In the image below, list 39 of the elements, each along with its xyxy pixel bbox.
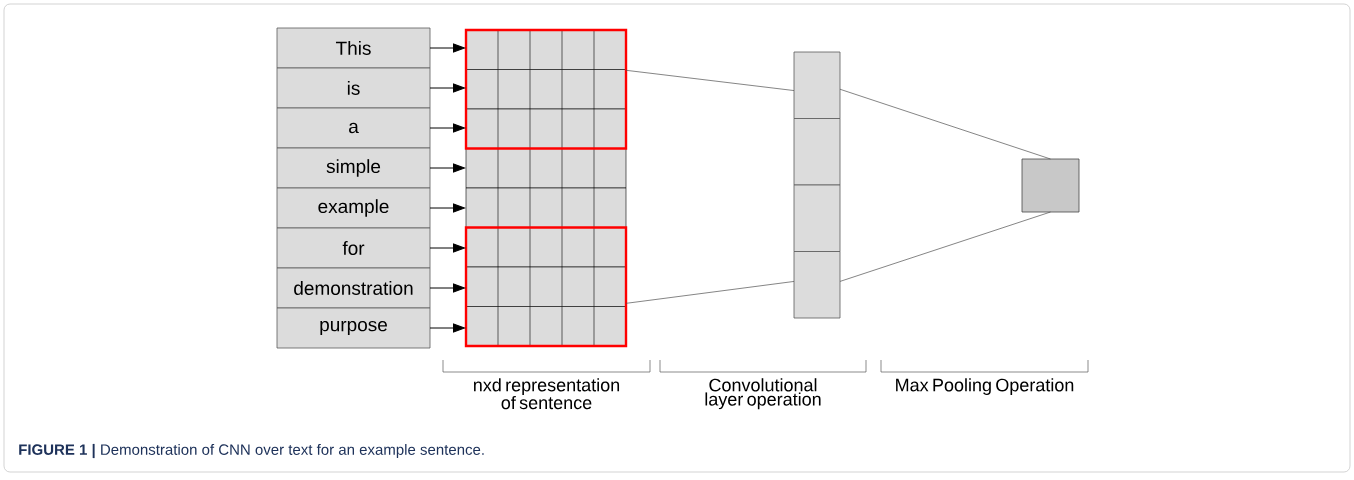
section-label: nxd representation of sentence (474, 378, 620, 410)
arrow (429, 323, 465, 333)
feature-cell (793, 184, 841, 252)
matrix-row (465, 69, 627, 110)
matrix-row (465, 108, 627, 149)
word-box: for (276, 227, 431, 269)
arrow (429, 163, 465, 173)
feature-cell (793, 51, 841, 119)
arrow (429, 43, 465, 53)
matrix-row (465, 187, 627, 228)
arrow (429, 243, 465, 253)
section-label: Convolutional layer operation (705, 378, 821, 410)
connector-line (625, 69, 795, 91)
arrow (429, 123, 465, 133)
word-box: example (276, 187, 431, 229)
word-box: This (276, 27, 431, 69)
matrix-row (465, 148, 627, 189)
arrow (429, 203, 465, 213)
highlight-frame (464, 28, 628, 150)
connector-line (839, 211, 1051, 282)
connector-line (625, 281, 795, 304)
figure-caption: FIGURE 1 | Demonstration of CNN over text for an example sentence. (19, 443, 484, 459)
matrix-row (465, 306, 627, 347)
arrow (429, 83, 465, 93)
section-label: Max Pooling Operation (896, 378, 1074, 395)
feature-cell (793, 251, 841, 319)
word-box: purpose (276, 307, 431, 349)
word-box: is (276, 67, 431, 109)
word-box: simple (276, 147, 431, 189)
matrix-row (465, 266, 627, 307)
feature-cell (793, 118, 841, 186)
arrow (429, 283, 465, 293)
matrix-row (465, 227, 627, 268)
connector-line (839, 88, 1051, 160)
pooled-cell (1021, 158, 1080, 213)
word-box: demonstration (276, 267, 431, 309)
matrix-row (465, 29, 627, 70)
highlight-frame (464, 226, 628, 348)
word-box: a (276, 107, 431, 149)
